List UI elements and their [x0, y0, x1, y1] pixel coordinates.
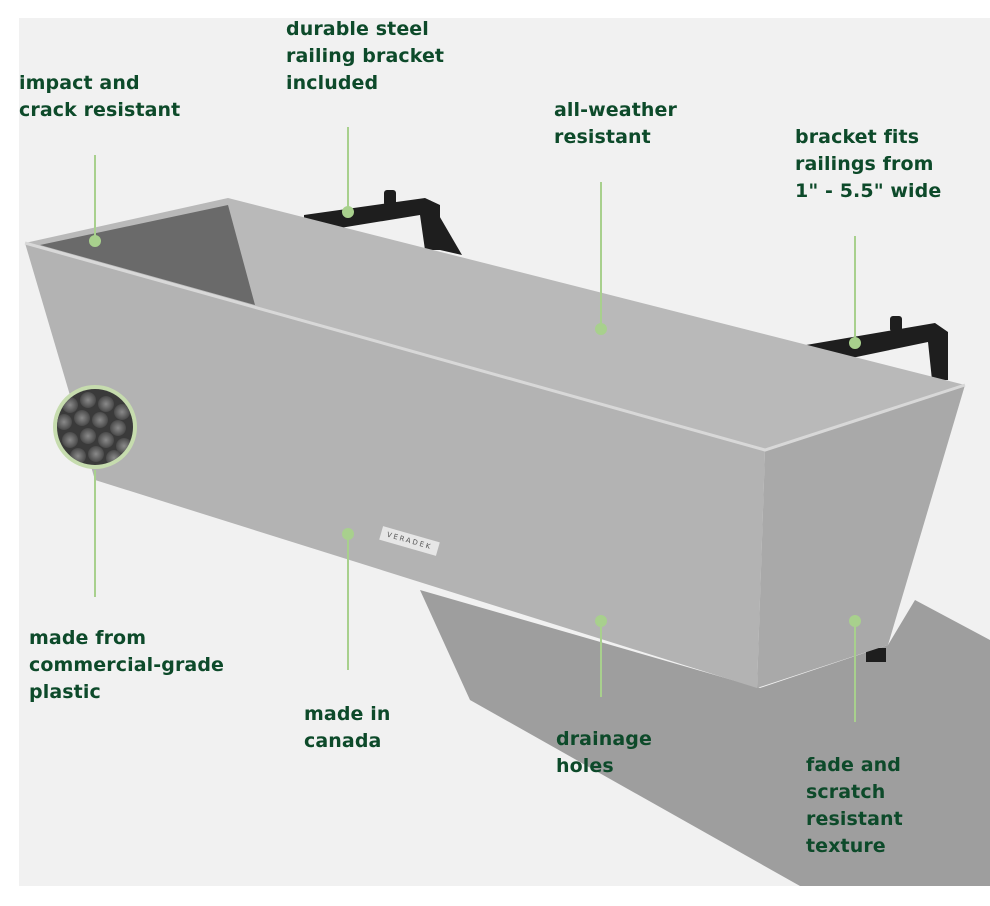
callout-text: canada — [304, 730, 382, 752]
callout-bracket: durable steel railing bracket included — [286, 16, 444, 97]
callout-text: commercial-grade — [29, 654, 225, 676]
planter-side-face — [757, 385, 965, 688]
callout-text: texture — [806, 835, 886, 857]
planter-rim — [24, 241, 966, 452]
callout-text: crack resistant — [19, 99, 181, 121]
planter-interior-left — [40, 205, 255, 305]
callout-text: made in — [304, 703, 391, 725]
callout-drainage: drainage holes — [556, 726, 652, 780]
callout-impact: impact and crack resistant — [19, 70, 180, 124]
callout-text: 1" - 5.5" wide — [795, 180, 942, 202]
callout-text: fade and — [806, 754, 901, 776]
planter-front-face — [25, 243, 765, 688]
callout-fits: bracket fits railings from 1" - 5.5" wid… — [795, 124, 941, 205]
callout-text: railing bracket — [286, 45, 445, 67]
callout-text: durable steel — [286, 18, 429, 40]
callout-text: railings from — [795, 153, 934, 175]
shadow — [420, 590, 990, 886]
callout-text: plastic — [29, 681, 101, 703]
callout-text: resistant — [806, 808, 903, 830]
callout-text: holes — [556, 755, 614, 777]
planter-interior-back — [25, 198, 965, 450]
callout-text: bracket fits — [795, 126, 920, 148]
callout-canada: made in canada — [304, 701, 390, 755]
callout-lines — [89, 127, 861, 722]
callout-text: included — [286, 72, 379, 94]
callout-texture: fade and scratch resistant texture — [806, 752, 903, 860]
callout-text: made from — [29, 627, 147, 649]
callout-text: all-weather — [554, 99, 677, 121]
callout-text: drainage — [556, 728, 652, 750]
callout-weather: all-weather resistant — [554, 97, 677, 151]
callout-text: impact and — [19, 72, 140, 94]
callout-text: scratch — [806, 781, 886, 803]
callout-plastic: made from commercial-grade plastic — [29, 625, 224, 706]
callout-text: resistant — [554, 126, 651, 148]
